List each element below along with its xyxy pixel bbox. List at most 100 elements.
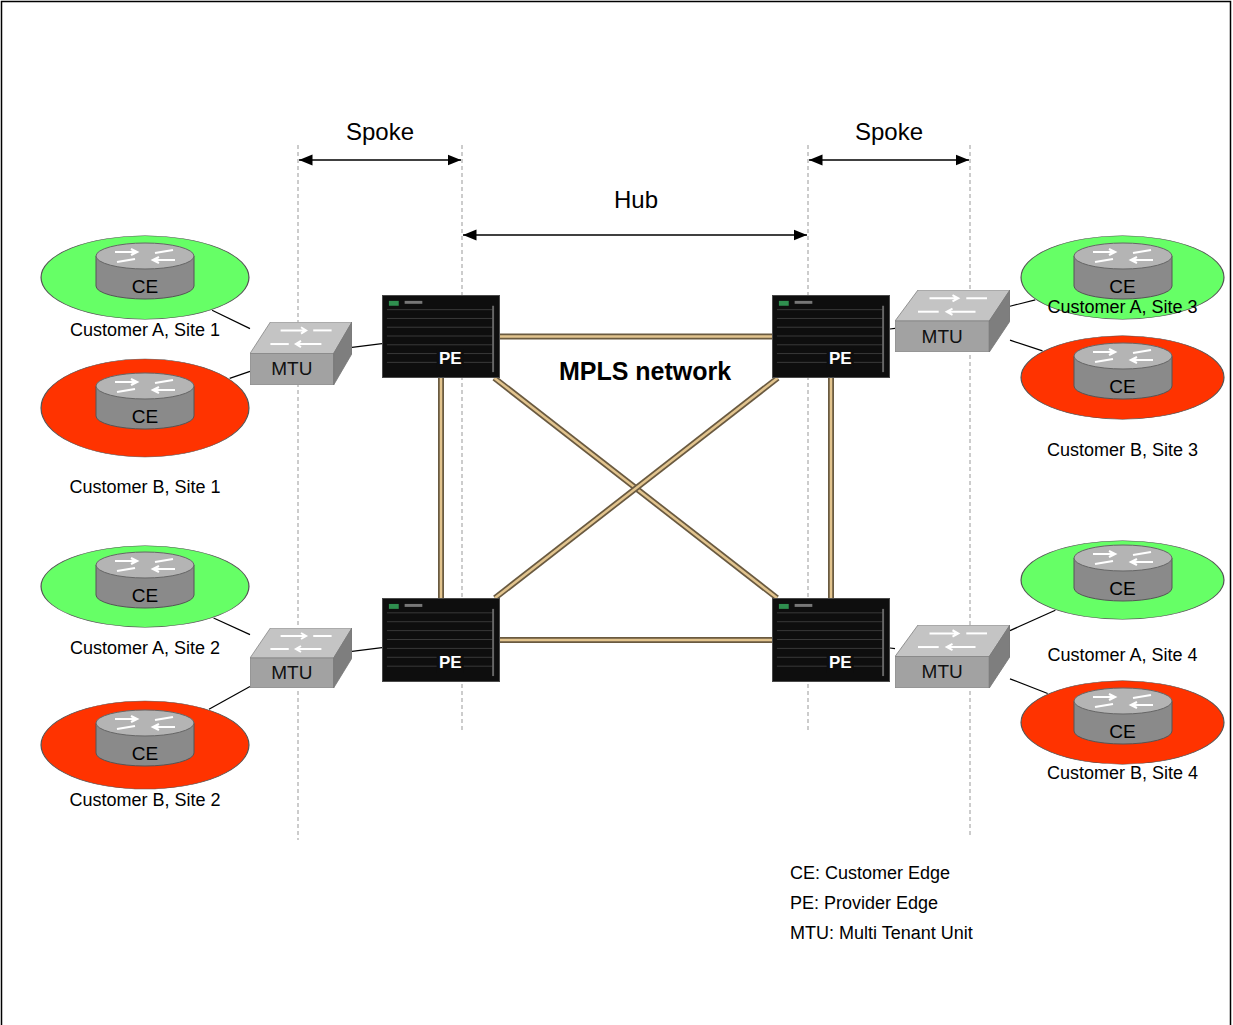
site-label: Customer B, Site 1 [69, 477, 220, 497]
access-link [1010, 679, 1048, 694]
router-arrow [115, 558, 137, 564]
pe-router: PE [382, 295, 500, 378]
router-arrow [1093, 249, 1115, 255]
link-casing [438, 378, 444, 598]
device-label: CE [1020, 579, 1225, 599]
chassis-slot [387, 344, 493, 345]
router-arrow [117, 259, 135, 262]
router-top [1074, 545, 1172, 571]
chassis-slot [777, 639, 883, 640]
router-arrow [155, 250, 173, 253]
mtu-switch: MTU [250, 628, 352, 688]
device-label: MTU [895, 661, 989, 683]
chassis-slot [777, 621, 883, 622]
router-arrow [1133, 350, 1151, 353]
link-casing [500, 637, 772, 643]
customer-site: CECustomer A, Site 3 [1020, 235, 1225, 320]
chassis-rail [882, 306, 884, 372]
router-top [96, 373, 194, 399]
link-line [214, 618, 250, 635]
switch-arrow [270, 648, 288, 650]
customer-site: CECustomer A, Site 4 [1020, 540, 1225, 620]
link-line [209, 686, 250, 709]
chassis-badge [405, 604, 423, 607]
router-arrow [153, 387, 175, 393]
switch-front [895, 657, 989, 689]
link-casing [494, 378, 777, 598]
site-label: Customer B, Site 3 [1047, 440, 1198, 460]
router-arrow [1095, 561, 1113, 564]
chassis-logo [779, 604, 789, 609]
backbone-link [500, 640, 772, 641]
router-arrow [153, 724, 175, 730]
device-label: CE [1020, 722, 1225, 742]
region-label: Hub [614, 186, 658, 214]
region-label: Spoke [346, 118, 414, 146]
router-arrow [153, 566, 175, 572]
switch-arrow [296, 341, 322, 347]
router-arrow [155, 559, 173, 562]
span-arrow [299, 160, 969, 235]
site-label: Customer A, Site 2 [70, 638, 220, 658]
router-top [96, 710, 194, 736]
chassis-rail [492, 306, 494, 372]
access-link [1010, 340, 1043, 351]
device-label: MTU [895, 326, 989, 348]
router-top [96, 552, 194, 578]
switch-arrow [930, 630, 959, 636]
customer-site: CECustomer B, Site 1 [40, 358, 250, 458]
site-label: Customer B, Site 2 [69, 790, 220, 810]
chassis-slot [387, 318, 493, 319]
switch-arrow [918, 311, 939, 313]
chassis-slot [387, 612, 493, 613]
pe-router: PE [772, 295, 890, 378]
access-link [214, 618, 250, 635]
backbone-link [500, 336, 772, 337]
mtu-switch: MTU [250, 322, 352, 385]
router-arrow [117, 726, 135, 729]
router-top [1074, 343, 1172, 369]
chassis-slot [387, 648, 493, 649]
router-arrow [1093, 551, 1115, 557]
link-core [495, 378, 778, 598]
chassis-badge [795, 301, 813, 304]
link-casing [495, 378, 778, 598]
device-label: CE [1020, 277, 1225, 297]
router-arrow [115, 716, 137, 722]
link-line [352, 648, 382, 652]
chassis-slot [387, 336, 493, 337]
router-arrow [155, 380, 173, 383]
chassis-slot [777, 327, 883, 328]
access-link [1010, 300, 1035, 306]
legend-note: PE: Provider Edge [790, 892, 938, 914]
router-arrow [1131, 257, 1153, 263]
switch-front [250, 658, 334, 688]
switch-arrow [966, 297, 987, 299]
link-core [500, 639, 772, 642]
customer-site: CECustomer B, Site 4 [1020, 680, 1225, 765]
chassis-slot [387, 309, 493, 310]
chassis-slot [777, 344, 883, 345]
switch-arrow [947, 309, 976, 315]
chassis-slot [777, 318, 883, 319]
router-top [1074, 243, 1172, 269]
router-arrow [115, 249, 137, 255]
link-line [1010, 340, 1043, 351]
chassis-rail [882, 609, 884, 676]
switch-side [334, 322, 352, 385]
chassis-slot [387, 621, 493, 622]
switch-arrow [313, 635, 331, 637]
switch-arrow [930, 295, 959, 301]
site-label: Customer A, Site 1 [70, 320, 220, 340]
chassis-slot [777, 648, 883, 649]
router-arrow [115, 379, 137, 385]
router-arrow [1131, 357, 1153, 363]
device-label: MTU [250, 662, 334, 684]
link-line [890, 647, 895, 649]
router-arrow [1131, 702, 1153, 708]
chassis-slot [777, 612, 883, 613]
chassis-slot [777, 336, 883, 337]
switch-arrow [313, 329, 331, 331]
router-arrow [1133, 695, 1151, 698]
